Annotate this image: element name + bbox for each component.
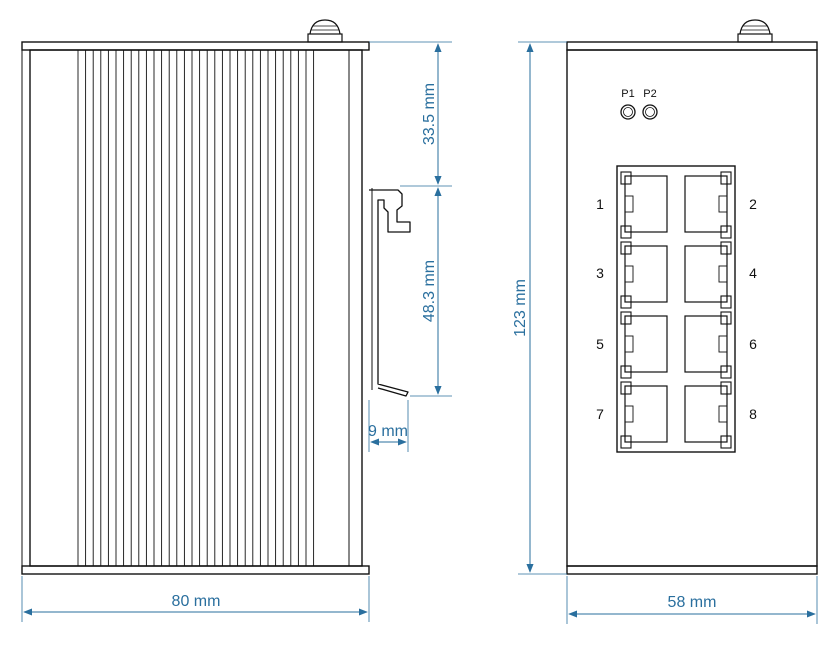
port-number-2: 2 bbox=[749, 196, 757, 212]
dim-front-width: 58 mm bbox=[566, 576, 818, 624]
port-number-4: 4 bbox=[749, 265, 757, 281]
ethernet-port-8 bbox=[684, 381, 732, 449]
dim-top-to-rail-label: 33.5 mm bbox=[421, 83, 438, 145]
ethernet-port-2 bbox=[684, 171, 732, 239]
dim-rail-height-label: 48.3 mm bbox=[421, 260, 438, 322]
port-number-8: 8 bbox=[749, 406, 757, 422]
port-number-5: 5 bbox=[596, 336, 604, 352]
ethernet-port-block bbox=[616, 165, 736, 453]
led-label-p2: P2 bbox=[643, 88, 656, 100]
din-rail-clip bbox=[369, 188, 411, 397]
side-body bbox=[29, 49, 363, 567]
port-number-7: 7 bbox=[596, 406, 604, 422]
side-view: 33.5 mm 48.3 mm 9 mm 80 mm bbox=[21, 19, 452, 622]
port-number-3: 3 bbox=[596, 265, 604, 281]
led-p2-icon bbox=[642, 104, 658, 120]
front-top-screw bbox=[737, 19, 773, 43]
heatsink-fins bbox=[77, 50, 315, 566]
dim-side-width: 80 mm bbox=[21, 576, 370, 622]
ethernet-port-5 bbox=[620, 311, 668, 379]
dim-rail-depth-label: 9 mm bbox=[368, 423, 408, 440]
front-view: P1 P2 1 2 3 4 5 6 7 8 123 mm 58 mm bbox=[512, 19, 818, 624]
dim-top-to-rail: 33.5 mm bbox=[369, 41, 452, 187]
front-body bbox=[566, 49, 818, 567]
ethernet-ports bbox=[620, 171, 732, 449]
ethernet-port-7 bbox=[620, 381, 668, 449]
side-top-flange bbox=[21, 41, 370, 51]
dim-rail-height: 48.3 mm bbox=[410, 187, 452, 397]
dim-side-width-label: 80 mm bbox=[172, 593, 221, 610]
side-top-screw bbox=[307, 19, 343, 43]
dim-front-height: 123 mm bbox=[512, 41, 567, 575]
dim-front-height-label: 123 mm bbox=[512, 279, 529, 337]
led-p1-icon bbox=[620, 104, 636, 120]
port-number-1: 1 bbox=[596, 196, 604, 212]
ethernet-port-4 bbox=[684, 241, 732, 309]
dim-rail-depth: 9 mm bbox=[368, 400, 409, 452]
led-label-p1: P1 bbox=[621, 88, 634, 100]
ethernet-port-6 bbox=[684, 311, 732, 379]
ethernet-port-3 bbox=[620, 241, 668, 309]
front-top-flange bbox=[566, 41, 818, 51]
side-bottom-flange bbox=[21, 565, 370, 575]
ethernet-port-1 bbox=[620, 171, 668, 239]
front-bottom-flange bbox=[566, 565, 818, 575]
dim-front-width-label: 58 mm bbox=[668, 594, 717, 611]
port-number-6: 6 bbox=[749, 336, 757, 352]
